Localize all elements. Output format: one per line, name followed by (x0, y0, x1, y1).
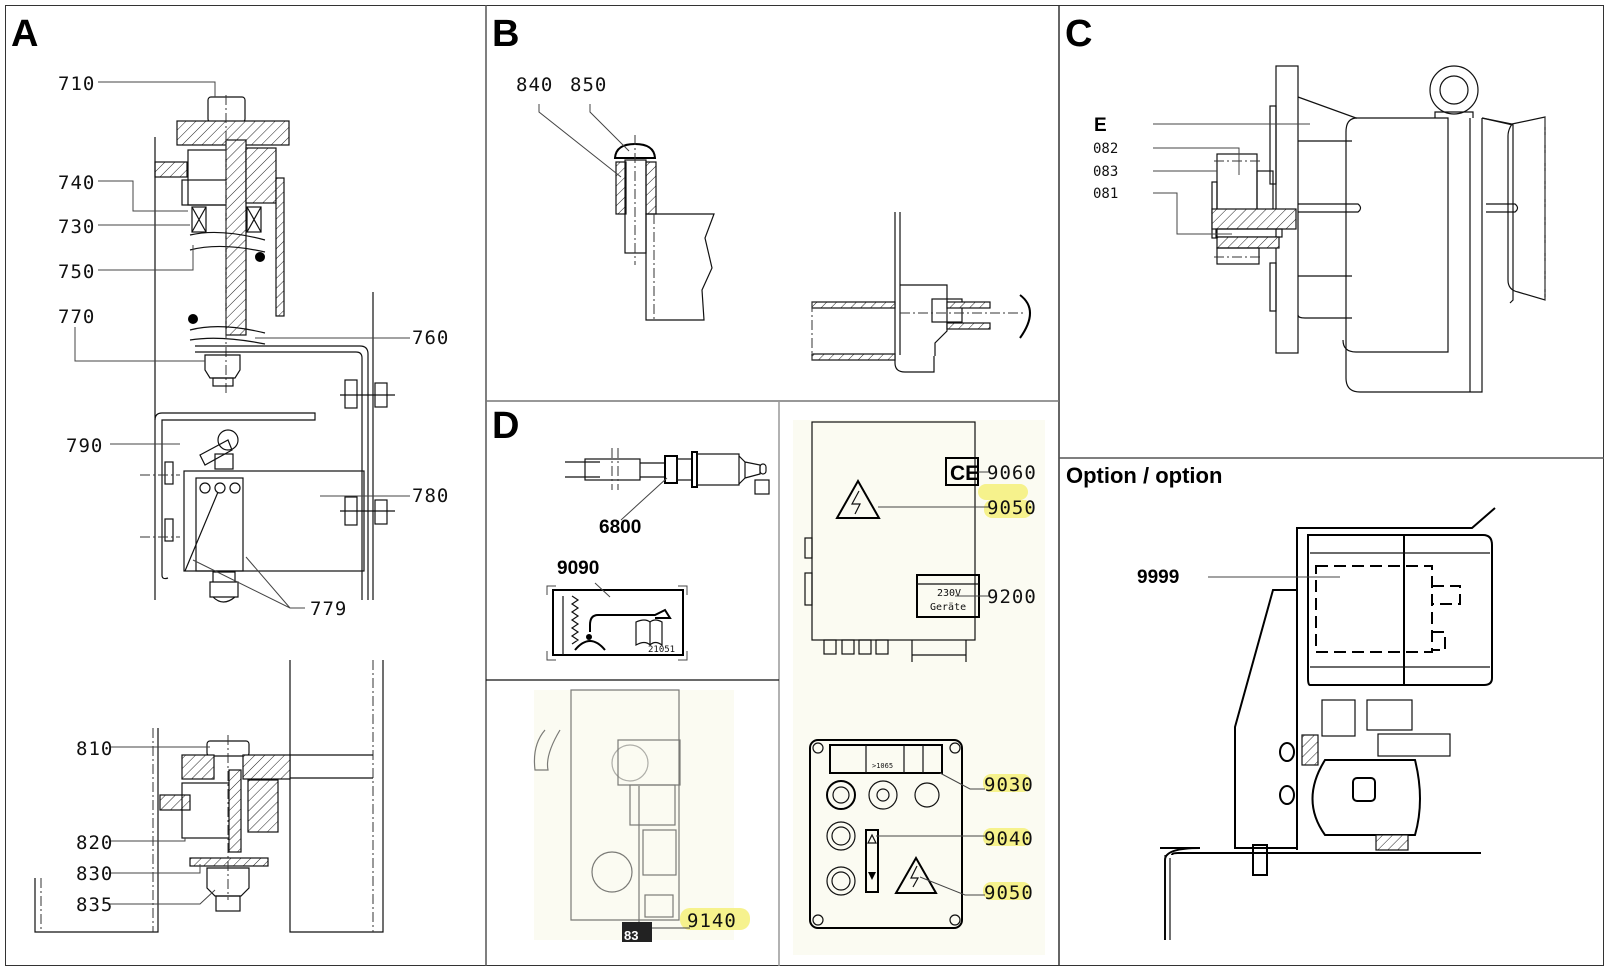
d-cabinet-leaders (878, 471, 990, 597)
d-pendant-leaders (876, 772, 985, 896)
callout-830: 830 (76, 863, 113, 885)
callout-9040: 9040 (984, 828, 1034, 850)
panel-c: C (1059, 5, 1604, 458)
highlight-9050-pendant (983, 882, 1031, 900)
callout-9999: 9999 (1137, 567, 1179, 588)
callout-9030: 9030 (984, 774, 1034, 796)
d-leader-9090 (594, 582, 611, 598)
callout-9090: 9090 (557, 558, 599, 579)
callout-081: 081 (1093, 186, 1118, 202)
callout-730: 730 (58, 216, 95, 238)
callout-780: 780 (412, 485, 449, 507)
callout-750: 750 (58, 261, 95, 283)
callout-835: 835 (76, 894, 113, 916)
callout-770: 770 (58, 306, 95, 328)
callout-9060: 9060 (987, 462, 1037, 484)
a-lower-assembly (34, 660, 384, 933)
a-leaders (74, 81, 410, 905)
panel-d: D (486, 401, 1059, 966)
panel-b: B (486, 5, 1059, 401)
callout-820: 820 (76, 832, 113, 854)
pendant-sign-code: >1065 (872, 762, 893, 770)
panel-b-letter: B (492, 13, 520, 55)
sign-9140-plate (622, 922, 652, 942)
sign-9140-value: 83 (624, 928, 638, 943)
option-hoist-unit (1160, 507, 1496, 940)
panel-a: A (5, 5, 486, 966)
callout-083: 083 (1093, 164, 1118, 180)
callout-9050-cabinet: 9050 (987, 497, 1037, 519)
plate-9200-line1: 230V (937, 588, 961, 599)
plate-9200-line2: Geräte (930, 602, 966, 613)
callout-810: 810 (76, 738, 113, 760)
callout-e: E (1094, 115, 1107, 136)
highlight-9060 (978, 484, 1028, 500)
callout-850: 850 (570, 74, 607, 96)
callout-6800: 6800 (599, 517, 641, 538)
a-limit-switch (140, 412, 395, 603)
d-grease-nipple (565, 448, 770, 495)
callout-082: 082 (1093, 141, 1118, 157)
option-heading: Option / option (1066, 463, 1223, 488)
b-side-view (811, 212, 1031, 373)
callout-9140: 9140 (687, 910, 737, 932)
b-leaders (538, 104, 630, 178)
panel-d-letter: D (492, 405, 520, 447)
a-upper-assembly (154, 95, 395, 600)
c-leaders (1153, 123, 1310, 235)
d-switchgear-scan (533, 689, 681, 940)
callout-779: 779 (310, 598, 347, 620)
sign-9090-code: 21051 (648, 645, 675, 655)
callout-9050-pendant: 9050 (984, 882, 1034, 904)
callout-760: 760 (412, 327, 449, 349)
ce-mark: CE (950, 462, 979, 485)
callout-790: 790 (66, 435, 103, 457)
highlight-9140 (680, 908, 750, 930)
b-pin-view (613, 135, 715, 321)
highlight-9040 (983, 828, 1031, 846)
callout-710: 710 (58, 73, 95, 95)
d-scan-bg-lower (534, 690, 734, 940)
d-pendant-panel (809, 739, 963, 929)
drawing-frame (5, 5, 1604, 966)
highlight-9050-top (984, 500, 1032, 518)
d-leader-6800 (620, 477, 668, 521)
panel-a-letter: A (11, 13, 39, 55)
callout-9200: 9200 (987, 586, 1037, 608)
callout-740: 740 (58, 172, 95, 194)
d-sign-9090 (546, 585, 688, 661)
c-motor-gearbox (1269, 65, 1546, 393)
panel-c-letter: C (1065, 13, 1093, 55)
panel-option: Option / option (1059, 458, 1604, 966)
highlight-9030 (983, 774, 1031, 792)
callout-840: 840 (516, 74, 553, 96)
c-coupling (1211, 153, 1297, 265)
